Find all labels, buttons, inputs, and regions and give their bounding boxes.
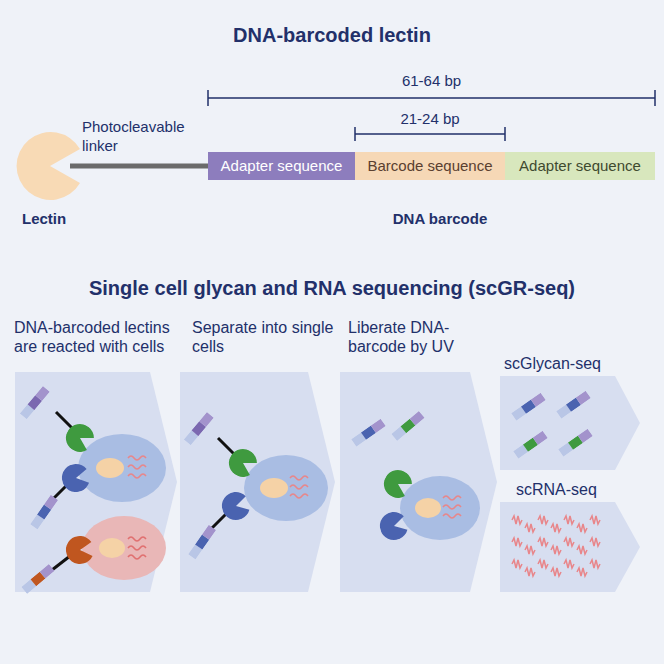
rna-strand	[525, 568, 535, 576]
rna-strand	[564, 538, 574, 546]
rna-strand	[577, 568, 587, 576]
step-text: Liberate DNA-barcode by UV	[348, 318, 490, 356]
linker	[70, 164, 208, 169]
box-text: Adapter sequence	[221, 157, 343, 175]
rna-strand	[590, 538, 600, 546]
rna-waves	[512, 516, 600, 576]
sequence-box: Adapter sequence	[208, 152, 355, 180]
step-panel-heading: Separate into single cells	[190, 318, 336, 356]
rna-strand	[577, 524, 587, 532]
box-text: Adapter sequence	[519, 157, 641, 175]
rna-strand	[551, 524, 561, 532]
rna-strand	[525, 524, 535, 532]
rna-strand	[590, 516, 600, 524]
cell-illustration	[351, 411, 480, 543]
part-label: Lectin	[22, 210, 102, 229]
cell-illustration	[184, 412, 328, 559]
rna-strand	[551, 546, 561, 554]
step-text: DNA-barcoded lectins are reacted with ce…	[14, 318, 178, 356]
rna-strand	[512, 560, 522, 568]
rna-strand	[564, 516, 574, 524]
part-label: DNA barcode	[380, 210, 500, 229]
dimension-line	[208, 90, 655, 141]
step-panel-heading: scGlycan-seq	[502, 354, 642, 373]
rna-strand	[538, 516, 548, 524]
cell-illustration	[20, 386, 166, 594]
step-text: scRNA-seq	[516, 480, 640, 499]
rna-strand	[590, 560, 600, 568]
rna-strand	[577, 546, 587, 554]
step-panel-heading: scRNA-seq	[514, 480, 642, 499]
step-text: scGlycan-seq	[504, 354, 640, 373]
dimension-label: 61-64 bp	[208, 72, 655, 91]
step-panel-heading: DNA-barcoded lectins are reacted with ce…	[12, 318, 180, 356]
barcode-fragments	[511, 391, 593, 459]
linker-label: Photocleavable linker	[82, 118, 202, 156]
sequence-box: Adapter sequence	[505, 152, 655, 180]
step-panel-heading: Liberate DNA-barcode by UV	[346, 318, 492, 356]
rna-strand	[538, 538, 548, 546]
dimension-label: 21-24 bp	[355, 110, 505, 129]
section-title: Single cell glycan and RNA sequencing (s…	[0, 276, 664, 301]
rna-strand	[564, 560, 574, 568]
title: DNA-barcoded lectin	[0, 24, 664, 47]
lectin-shape	[17, 132, 80, 200]
sequence-box: Barcode sequence	[355, 152, 505, 180]
step-panel	[15, 372, 640, 592]
rna-strand	[551, 568, 561, 576]
rna-strand	[512, 538, 522, 546]
step-text: Separate into single cells	[192, 318, 334, 356]
rna-strand	[538, 560, 548, 568]
rna-strand	[525, 546, 535, 554]
box-text: Barcode sequence	[367, 157, 492, 175]
rna-strand	[512, 516, 522, 524]
